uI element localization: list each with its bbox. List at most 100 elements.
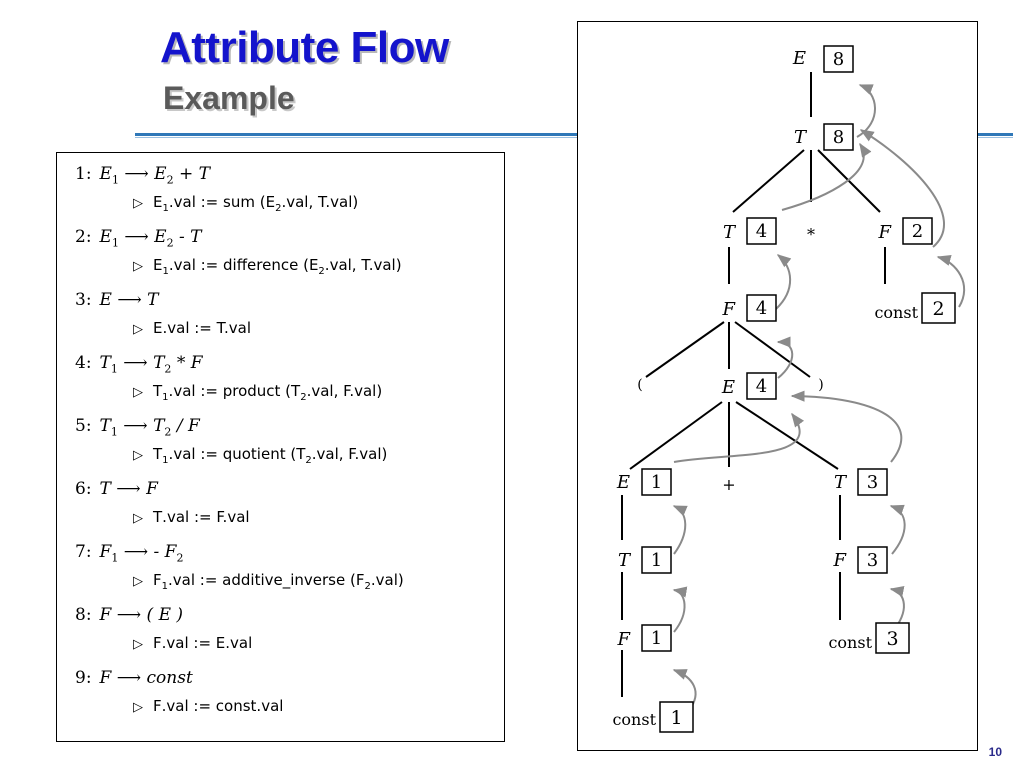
arrow-icon: ⟶ xyxy=(111,605,147,625)
node-const-right: const 2 xyxy=(874,292,956,324)
star-token: * xyxy=(807,225,815,244)
grammar-rule: 9:F ⟶ const ▷F.val := const.val xyxy=(75,667,283,724)
grammar-rule: 4:T1 ⟶ T2 * F ▷T1.val := product (T2.val,… xyxy=(75,352,382,409)
node-f-paren: F 4 xyxy=(722,294,777,322)
production: 7:F1 ⟶ - F2 xyxy=(75,542,184,565)
node-t-low: T 1 xyxy=(618,546,672,574)
node-value: 3 xyxy=(867,550,878,571)
node-value: 1 xyxy=(651,550,662,571)
semantic-action: ▷E1.val := difference (E2.val, T.val) xyxy=(133,256,402,278)
attribute-flow-arrows xyxy=(672,84,966,711)
node-value: 4 xyxy=(756,221,767,242)
semantic-action: ▷T1.val := quotient (T2.val, F.val) xyxy=(133,445,388,467)
title-underline xyxy=(135,133,1013,136)
page-number: 10 xyxy=(988,745,1002,759)
node-value: 2 xyxy=(912,221,923,242)
svg-text:E: E xyxy=(721,377,735,398)
node-t-left: T 4 xyxy=(723,217,777,245)
semantic-action: ▷F1.val := additive_inverse (F2.val) xyxy=(133,571,404,593)
lparen-token: ( xyxy=(637,377,642,393)
arrow-icon: ⟶ xyxy=(118,164,155,184)
triangle-icon: ▷ xyxy=(133,259,143,275)
svg-text:T: T xyxy=(794,127,808,148)
arrow-icon: ⟶ xyxy=(118,542,154,562)
rparen-token: ) xyxy=(818,377,823,393)
arrow-icon: ⟶ xyxy=(118,227,155,247)
svg-text:T: T xyxy=(834,472,848,493)
arrow-icon: ⟶ xyxy=(111,290,148,310)
grammar-rule: 3:E ⟶ T ▷E.val := T.val xyxy=(75,289,251,346)
svg-text:E: E xyxy=(792,48,806,69)
production: 5:T1 ⟶ T2 / F xyxy=(75,416,200,439)
tree-edges xyxy=(621,72,886,697)
semantic-action: ▷E.val := T.val xyxy=(75,317,251,346)
svg-text:F: F xyxy=(878,222,893,243)
slide-title: Attribute Flow xyxy=(160,23,449,72)
node-t-right: T 3 xyxy=(834,468,888,496)
node-e-root: E 8 xyxy=(792,45,854,73)
node-value: 1 xyxy=(651,472,662,493)
node-value: 3 xyxy=(886,628,898,650)
node-value: 8 xyxy=(833,49,844,70)
grammar-rule: 7:F1 ⟶ - F2 ▷F1.val := additive_inverse (… xyxy=(75,541,404,598)
production: 4:T1 ⟶ T2 * F xyxy=(75,353,203,376)
semantic-action: ▷T1.val := product (T2.val, F.val) xyxy=(133,382,383,404)
grammar-rule: 1:E1 ⟶ E2 + T ▷E1.val := sum (E2.val, T.v… xyxy=(75,163,358,220)
arrow-icon: ⟶ xyxy=(117,416,154,436)
parse-tree-diagram: E 8 T 8 T 4 * F 2 const 2 F 4 xyxy=(612,45,966,733)
svg-text:T: T xyxy=(618,550,632,571)
node-value: 1 xyxy=(670,707,682,729)
triangle-icon: ▷ xyxy=(133,196,143,212)
grammar-rule: 6:T ⟶ F ▷T.val := F.val xyxy=(75,478,250,535)
svg-text:const: const xyxy=(874,303,918,322)
svg-text:const: const xyxy=(828,633,872,652)
triangle-icon: ▷ xyxy=(133,448,143,464)
production: 6:T ⟶ F xyxy=(75,479,158,499)
production: 9:F ⟶ const xyxy=(75,668,193,688)
node-f-right: F 2 xyxy=(878,217,933,245)
semantic-action: ▷T.val := F.val xyxy=(75,506,250,535)
node-t-top: T 8 xyxy=(794,123,854,151)
arrow-icon: ⟶ xyxy=(111,668,147,688)
triangle-icon: ▷ xyxy=(133,637,143,653)
grammar-rule: 8:F ⟶ ( E ) ▷F.val := E.val xyxy=(75,604,252,661)
svg-text:E: E xyxy=(616,472,630,493)
triangle-icon: ▷ xyxy=(133,385,143,401)
triangle-icon: ▷ xyxy=(133,700,143,716)
grammar-rule: 2:E1 ⟶ E2 - T ▷E1.val := difference (E2.v… xyxy=(75,226,402,283)
node-value: 2 xyxy=(932,298,944,320)
svg-text:F: F xyxy=(617,629,632,650)
node-value: 8 xyxy=(833,127,844,148)
node-f-low: F 1 xyxy=(617,624,672,652)
svg-text:F: F xyxy=(833,550,848,571)
node-value: 1 xyxy=(651,628,662,649)
triangle-icon: ▷ xyxy=(133,511,143,527)
production: 8:F ⟶ ( E ) xyxy=(75,605,184,625)
node-value: 4 xyxy=(756,376,767,397)
node-value: 4 xyxy=(756,298,767,319)
parse-tree-panel: E 8 T 8 T 4 * F 2 const 2 F 4 xyxy=(577,21,978,751)
arrow-icon: ⟶ xyxy=(117,353,154,373)
node-e-left: E 1 xyxy=(616,468,672,496)
svg-text:const: const xyxy=(612,710,656,729)
production: 2:E1 ⟶ E2 - T xyxy=(75,227,202,250)
node-const-mid: const 3 xyxy=(828,622,910,654)
production: 3:E ⟶ T xyxy=(75,290,159,310)
grammar-rules-panel: 1:E1 ⟶ E2 + T ▷E1.val := sum (E2.val, T.v… xyxy=(56,152,505,742)
plus-token: + xyxy=(722,475,735,494)
semantic-action: ▷F.val := const.val xyxy=(75,695,283,724)
semantic-action: ▷F.val := E.val xyxy=(75,632,252,661)
node-value: 3 xyxy=(867,472,878,493)
semantic-action: ▷E1.val := sum (E2.val, T.val) xyxy=(133,193,359,215)
svg-text:F: F xyxy=(722,299,737,320)
triangle-icon: ▷ xyxy=(133,574,143,590)
slide-subtitle: Example xyxy=(163,80,295,116)
node-e-inner: E 4 xyxy=(721,372,777,400)
production: 1:E1 ⟶ E2 + T xyxy=(75,164,210,187)
node-f-low-right: F 3 xyxy=(833,546,888,574)
svg-text:T: T xyxy=(723,222,737,243)
grammar-rule: 5:T1 ⟶ T2 / F ▷T1.val := quotient (T2.val… xyxy=(75,415,387,472)
triangle-icon: ▷ xyxy=(133,322,143,338)
node-const-left: const 1 xyxy=(612,701,694,733)
arrow-icon: ⟶ xyxy=(110,479,147,499)
